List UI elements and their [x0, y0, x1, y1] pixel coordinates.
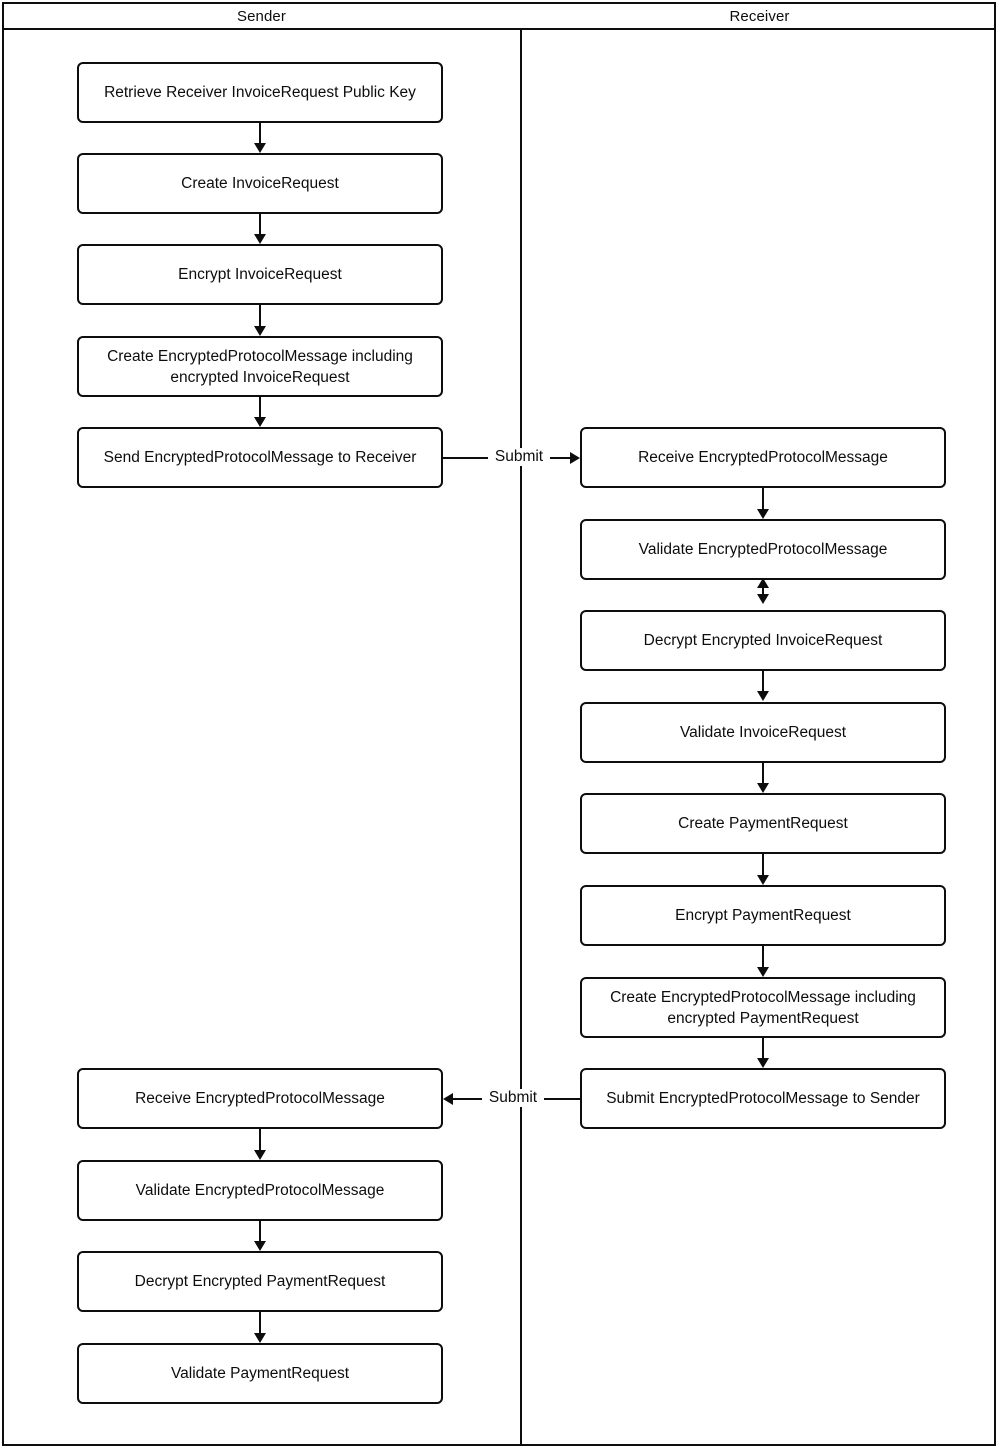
edge-label-submit-to-sender: Submit: [482, 1089, 544, 1107]
arrowhead-s8-s9: [254, 1333, 266, 1343]
arrowhead-s2-s3: [254, 234, 266, 244]
node-send-epm-to-receiver[interactable]: Send EncryptedProtocolMessage to Receive…: [77, 427, 443, 488]
node-label: Send EncryptedProtocolMessage to Receive…: [103, 449, 417, 466]
connector-r4-r5: [762, 763, 764, 784]
arrowhead-r7-r8: [757, 1058, 769, 1068]
arrowhead-r3-r2-up: [757, 578, 769, 588]
node-receiver-receive-epm[interactable]: Receive EncryptedProtocolMessage: [580, 427, 946, 488]
node-submit-epm-to-sender[interactable]: Submit EncryptedProtocolMessage to Sende…: [580, 1068, 946, 1129]
node-decrypt-encrypted-invoicerequest[interactable]: Decrypt Encrypted InvoiceRequest: [580, 610, 946, 671]
connector-r2-r3: [762, 585, 764, 596]
arrowhead-s4-s5: [254, 417, 266, 427]
arrowhead-s5-r1: [570, 452, 580, 464]
node-label: Encrypt InvoiceRequest: [178, 266, 342, 283]
arrowhead-r4-r5: [757, 783, 769, 793]
arrowhead-s7-s8: [254, 1241, 266, 1251]
node-sender-validate-epm[interactable]: Validate EncryptedProtocolMessage: [77, 1160, 443, 1221]
node-retrieve-receiver-public-key[interactable]: Retrieve Receiver InvoiceRequest Public …: [77, 62, 443, 123]
connector-s8-s9: [259, 1312, 261, 1334]
connector-r5-r6: [762, 854, 764, 876]
connector-s3-s4: [259, 305, 261, 327]
edge-label-submit-to-receiver: Submit: [488, 448, 550, 466]
node-label: Decrypt Encrypted InvoiceRequest: [643, 632, 883, 649]
arrowhead-r2-r3-down: [757, 594, 769, 604]
node-label: Create InvoiceRequest: [181, 175, 339, 192]
node-label: Submit EncryptedProtocolMessage to Sende…: [606, 1090, 920, 1107]
node-validate-paymentrequest[interactable]: Validate PaymentRequest: [77, 1343, 443, 1404]
node-label: Decrypt Encrypted PaymentRequest: [134, 1273, 386, 1290]
node-encrypt-invoicerequest[interactable]: Encrypt InvoiceRequest: [77, 244, 443, 305]
node-create-invoicerequest[interactable]: Create InvoiceRequest: [77, 153, 443, 214]
node-validate-invoicerequest[interactable]: Validate InvoiceRequest: [580, 702, 946, 763]
node-create-epm-paymentrequest[interactable]: Create EncryptedProtocolMessage includin…: [580, 977, 946, 1038]
node-label: Create EncryptedProtocolMessage includin…: [107, 347, 413, 386]
node-label: Validate InvoiceRequest: [679, 724, 846, 741]
swimlane-header-band: Sender Receiver: [2, 2, 996, 30]
node-label: Receive EncryptedProtocolMessage: [135, 1090, 385, 1107]
connector-r7-r8: [762, 1038, 764, 1059]
node-label: Create PaymentRequest: [678, 815, 848, 832]
node-label: Retrieve Receiver InvoiceRequest Public …: [104, 84, 416, 101]
arrowhead-r6-r7: [757, 967, 769, 977]
arrowhead-r1-r2: [757, 509, 769, 519]
node-label: Validate PaymentRequest: [170, 1365, 350, 1382]
swimlane-divider: [520, 30, 522, 1444]
connector-r6-r7: [762, 946, 764, 968]
arrowhead-r5-r6: [757, 875, 769, 885]
node-encrypt-paymentrequest[interactable]: Encrypt PaymentRequest: [580, 885, 946, 946]
connector-s1-s2: [259, 123, 261, 144]
arrowhead-s6-s7: [254, 1150, 266, 1160]
connector-s7-s8: [259, 1221, 261, 1242]
connector-s6-s7: [259, 1129, 261, 1151]
node-create-epm-invoicerequest[interactable]: Create EncryptedProtocolMessage includin…: [77, 336, 443, 397]
arrowhead-r8-s6: [443, 1093, 453, 1105]
node-label: Validate EncryptedProtocolMessage: [638, 541, 888, 558]
connector-s4-s5: [259, 397, 261, 418]
swimlane-header-receiver: Receiver: [729, 7, 790, 25]
node-label: Validate EncryptedProtocolMessage: [135, 1182, 385, 1199]
connector-r3-r4: [762, 671, 764, 692]
connector-r1-r2: [762, 488, 764, 510]
connector-s2-s3: [259, 214, 261, 235]
node-receiver-validate-epm[interactable]: Validate EncryptedProtocolMessage: [580, 519, 946, 580]
swimlane-header-sender: Sender: [237, 7, 286, 25]
arrowhead-s3-s4: [254, 326, 266, 336]
arrowhead-s1-s2: [254, 143, 266, 153]
node-decrypt-encrypted-paymentrequest[interactable]: Decrypt Encrypted PaymentRequest: [77, 1251, 443, 1312]
node-label: Receive EncryptedProtocolMessage: [638, 449, 888, 466]
node-label: Encrypt PaymentRequest: [675, 907, 851, 924]
node-sender-receive-epm[interactable]: Receive EncryptedProtocolMessage: [77, 1068, 443, 1129]
node-label: Create EncryptedProtocolMessage includin…: [610, 988, 916, 1027]
arrowhead-r3-r4: [757, 691, 769, 701]
node-create-paymentrequest[interactable]: Create PaymentRequest: [580, 793, 946, 854]
